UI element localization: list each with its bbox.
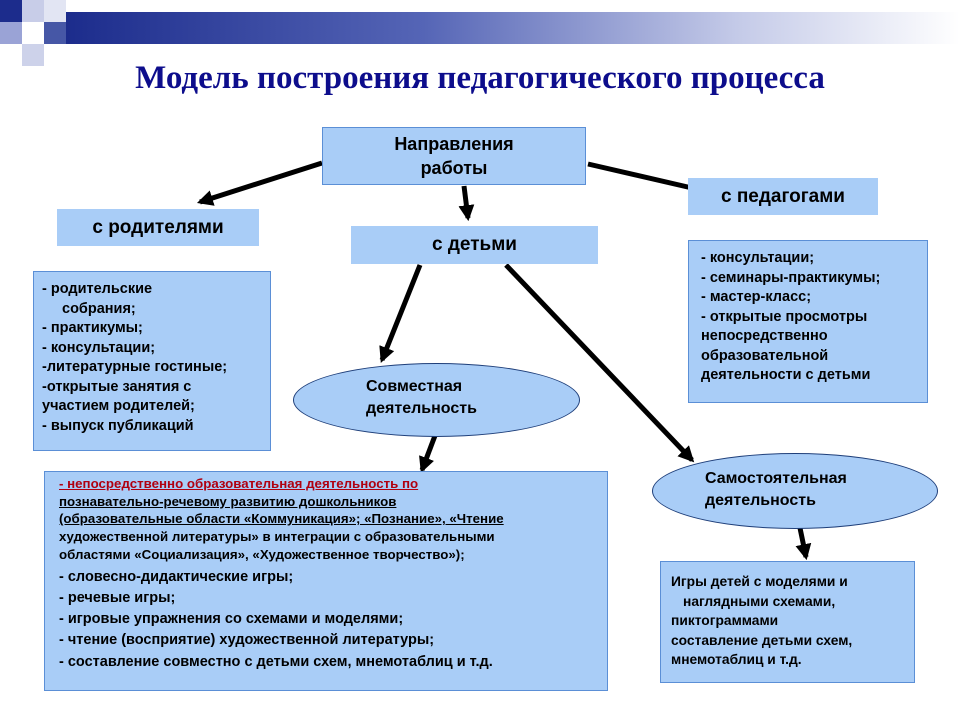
parents-list-box: - родительские собрания; - практикумы; -… bbox=[33, 271, 271, 451]
list-item: - составление совместно с детьми схем, м… bbox=[59, 653, 493, 670]
corner-square bbox=[0, 0, 22, 22]
arrow-to-independent bbox=[504, 263, 695, 463]
list-item: - консультации; bbox=[701, 250, 815, 266]
center-box-line: работы bbox=[420, 158, 488, 178]
header-gradient-bar bbox=[66, 12, 960, 44]
list-item: составление детьми схем, bbox=[671, 632, 853, 648]
center-box-line: Направления bbox=[394, 134, 514, 154]
list-item: - выпуск публикаций bbox=[42, 417, 194, 434]
list-item: Игры детей с моделями и bbox=[671, 574, 848, 589]
list-item: художественной литературы» в интеграции … bbox=[59, 529, 495, 545]
list-item: познавательно-речевому развитию дошкольн… bbox=[59, 493, 397, 509]
list-item: - непосредственно образовательная деятел… bbox=[59, 476, 419, 491]
corner-square bbox=[22, 0, 44, 22]
list-item: - практикумы; bbox=[42, 320, 143, 336]
joint-list-box: - непосредственно образовательная деятел… bbox=[44, 471, 608, 691]
corner-square bbox=[22, 22, 44, 44]
list-item: деятельности с детьми bbox=[701, 367, 871, 383]
corner-square bbox=[22, 44, 44, 66]
list-item: участием родителей; bbox=[42, 398, 195, 414]
list-item: наглядными схемами, bbox=[683, 593, 836, 609]
list-item: - речевые игры; bbox=[59, 589, 176, 606]
ellipse-label: Самостоятельная bbox=[705, 470, 847, 487]
list-item: областями «Социализация», «Художественно… bbox=[59, 546, 465, 562]
ellipse-label: деятельность bbox=[705, 492, 816, 509]
corner-square bbox=[44, 0, 66, 22]
list-item: непосредственно bbox=[701, 328, 828, 344]
center-box-directions: Направления работы bbox=[322, 127, 586, 185]
list-item: (образовательные области «Коммуникация»;… bbox=[59, 511, 504, 527]
page-title: Модель построения педагогического процес… bbox=[135, 60, 825, 96]
independent-activity-ellipse: Самостоятельная деятельность bbox=[652, 453, 938, 529]
ellipse-label: деятельность bbox=[366, 400, 477, 417]
joint-activity-ellipse: Совместная деятельность bbox=[293, 363, 580, 437]
arrow-to-children bbox=[458, 185, 475, 222]
list-item: - родительские bbox=[42, 281, 153, 297]
branch-children: с детьми bbox=[351, 226, 598, 264]
list-item: мнемотаблиц и т.д. bbox=[671, 652, 802, 667]
teachers-list-box: - консультации; - семинары-практикумы; -… bbox=[688, 240, 928, 403]
list-item: - игровые упражнения со схемами и моделя… bbox=[59, 610, 404, 627]
corner-square bbox=[0, 22, 22, 44]
list-item: образовательной bbox=[701, 347, 829, 364]
list-item: - семинары-практикумы; bbox=[701, 269, 881, 286]
list-item: собрания; bbox=[62, 300, 136, 317]
list-item: - консультации; bbox=[42, 339, 156, 356]
list-item: -открытые занятия с bbox=[42, 378, 192, 395]
list-item: - словесно-дидактические игры; bbox=[59, 568, 294, 585]
list-item: пиктограммами bbox=[671, 613, 779, 628]
list-item: - открытые просмотры bbox=[701, 308, 868, 325]
list-item: -литературные гостиные; bbox=[42, 359, 228, 375]
arrow-to-joint bbox=[379, 264, 423, 363]
ellipse-label: Совместная bbox=[366, 378, 463, 395]
list-item: - чтение (восприятие) художественной лит… bbox=[59, 631, 435, 648]
arrow-to-independent-list bbox=[795, 527, 812, 561]
branch-parents: с родителями bbox=[57, 209, 259, 246]
branch-teachers: с педагогами bbox=[688, 178, 878, 215]
arrow-to-joint-list bbox=[419, 432, 439, 473]
arrow-to-parents bbox=[196, 160, 323, 206]
corner-square bbox=[44, 22, 66, 44]
independent-list-box: Игры детей с моделями и наглядными схема… bbox=[660, 561, 915, 683]
list-item: - мастер-класс; bbox=[701, 289, 812, 305]
